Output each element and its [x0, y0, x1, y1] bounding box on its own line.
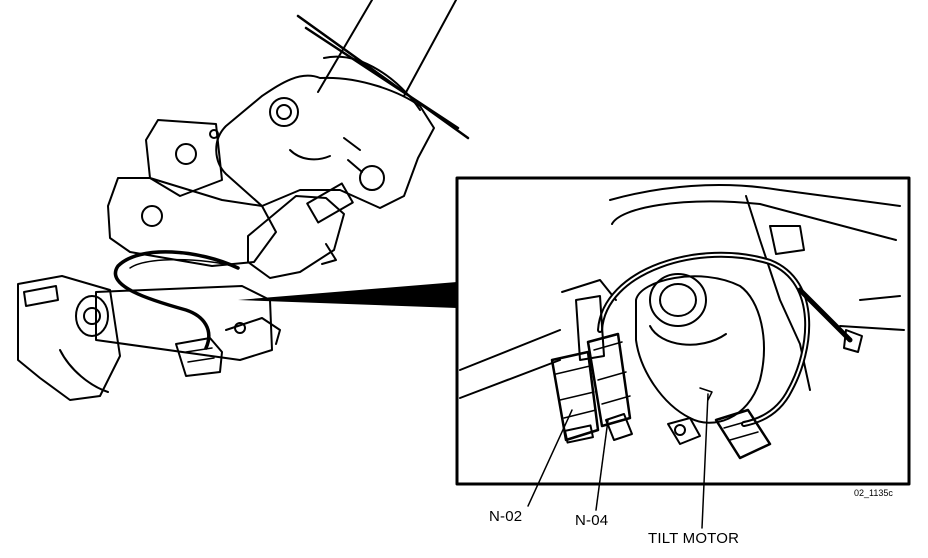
connector-overview	[306, 182, 354, 224]
figure-id: 02_1135c	[854, 488, 893, 498]
label-tilt-motor: TILT MOTOR	[648, 530, 740, 547]
connector-tilt-motor	[714, 408, 772, 460]
dash-seal-plate	[296, 14, 470, 140]
label-n04: N-04	[575, 512, 609, 529]
connectors-overview	[175, 337, 223, 377]
pivot-bolt-upper	[269, 97, 299, 127]
label-n02: N-02	[489, 508, 523, 525]
leader-tilt-motor	[701, 393, 709, 529]
wiring-harness-overview	[113, 250, 240, 350]
column-housing-upper	[215, 74, 435, 209]
tilt-motor-housing	[247, 195, 345, 279]
leader-n04	[595, 419, 609, 511]
tilt-motor-shaft	[649, 273, 707, 327]
column-body	[107, 177, 277, 267]
pivot-bolt-lower	[359, 165, 385, 191]
zoom-pointer	[238, 282, 457, 308]
steering-shaft	[317, 0, 457, 97]
column-end	[75, 295, 109, 337]
inset-detail	[455, 176, 911, 529]
connector-n04	[586, 332, 633, 441]
tilt-motor-detail	[635, 275, 765, 424]
leader-n02	[527, 409, 573, 507]
steering-column-overview	[17, 0, 470, 401]
lower-column-tube	[95, 285, 273, 361]
mounting-bracket	[145, 119, 223, 197]
